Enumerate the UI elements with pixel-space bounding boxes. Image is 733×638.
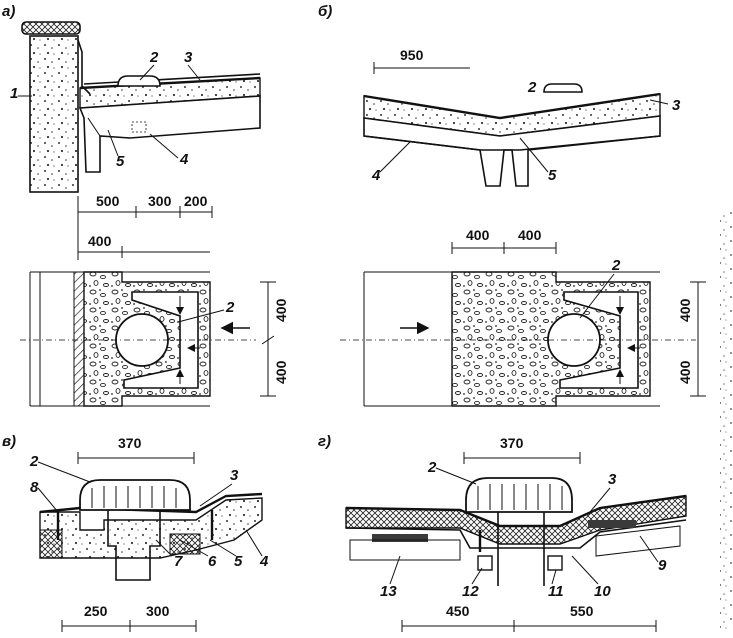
callout-g-12: 12 [462,583,479,600]
roof-membrane [79,76,261,90]
drain-cap-g [465,477,573,513]
callout-g-9: 9 [658,557,667,574]
dim-plan-a-400-1: 400 [273,298,289,322]
scan-edge [720,210,733,630]
dim-950: 950 [400,47,424,63]
callout-plan-a-2: 2 [225,299,235,316]
callout-plan-b-2: 2 [611,257,621,274]
panel-b-section: б) 950 2 3 4 5 [318,3,681,187]
callout-4: 4 [179,151,189,168]
drain-funnel-g [497,512,545,586]
drain-cap-b [543,83,583,93]
dim-plan-b-side-2: 400 [677,360,693,384]
dim-plan-b-400-2: 400 [518,227,542,243]
callout-v-5: 5 [234,553,243,570]
panel-a-label: а) [2,3,15,20]
callout-v-6: 6 [208,553,217,570]
drain-cap-v [79,479,191,511]
dim-300: 300 [148,193,172,209]
callout-g-2: 2 [427,459,437,476]
dim-plan-a-400-2: 400 [273,360,289,384]
callout-1: 1 [10,85,18,102]
callout-b-2: 2 [527,79,537,96]
callout-3: 3 [184,49,193,66]
panel-v-label: в) [2,433,16,450]
callout-v-8: 8 [30,479,39,496]
callout-g-3: 3 [608,471,617,488]
flashing [77,39,91,95]
drain-funnel-v [107,510,161,581]
dim-200: 200 [184,193,208,209]
callout-g-13: 13 [380,583,397,600]
parapet-wall [29,35,79,193]
dim-g-450: 450 [446,603,470,619]
panel-v-detail: в) 370 2 3 4 5 6 7 8 250 300 [2,433,269,632]
dim-v-370: 370 [118,435,142,451]
dim-500: 500 [96,193,120,209]
callout-5: 5 [116,153,125,170]
dim-plan-b-side-1: 400 [677,298,693,322]
panel-g-label: г) [318,433,331,450]
panel-a-plan: 2 400 400 [20,271,289,407]
callout-g-11: 11 [548,583,564,600]
callout-v-4: 4 [259,553,269,570]
callout-g-10: 10 [594,583,611,600]
roof-slab [78,95,261,173]
parapet-coping [21,21,81,35]
dim-g-550: 550 [570,603,594,619]
callout-b-3: 3 [672,97,681,114]
panel-b-label: б) [318,3,332,20]
dim-g-370: 370 [500,435,524,451]
callout-b-5: 5 [548,167,557,184]
panel-a-section: а) 1 2 3 4 5 500 300 200 [2,3,261,260]
dim-v-300: 300 [146,603,170,619]
callout-b-4: 4 [371,167,381,184]
callout-v-3: 3 [230,467,239,484]
drain-cap [117,75,161,87]
panel-b-plan: 400 400 2 400 400 [340,227,706,407]
dim-plan-b-400-1: 400 [466,227,490,243]
callout-2: 2 [149,49,159,66]
callout-v-7: 7 [174,553,183,570]
dim-v-250: 250 [84,603,108,619]
panel-g-detail: г) 370 2 3 9 10 11 12 13 450 [318,433,687,632]
callout-v-2: 2 [29,453,39,470]
dim-400-a: 400 [88,233,112,249]
